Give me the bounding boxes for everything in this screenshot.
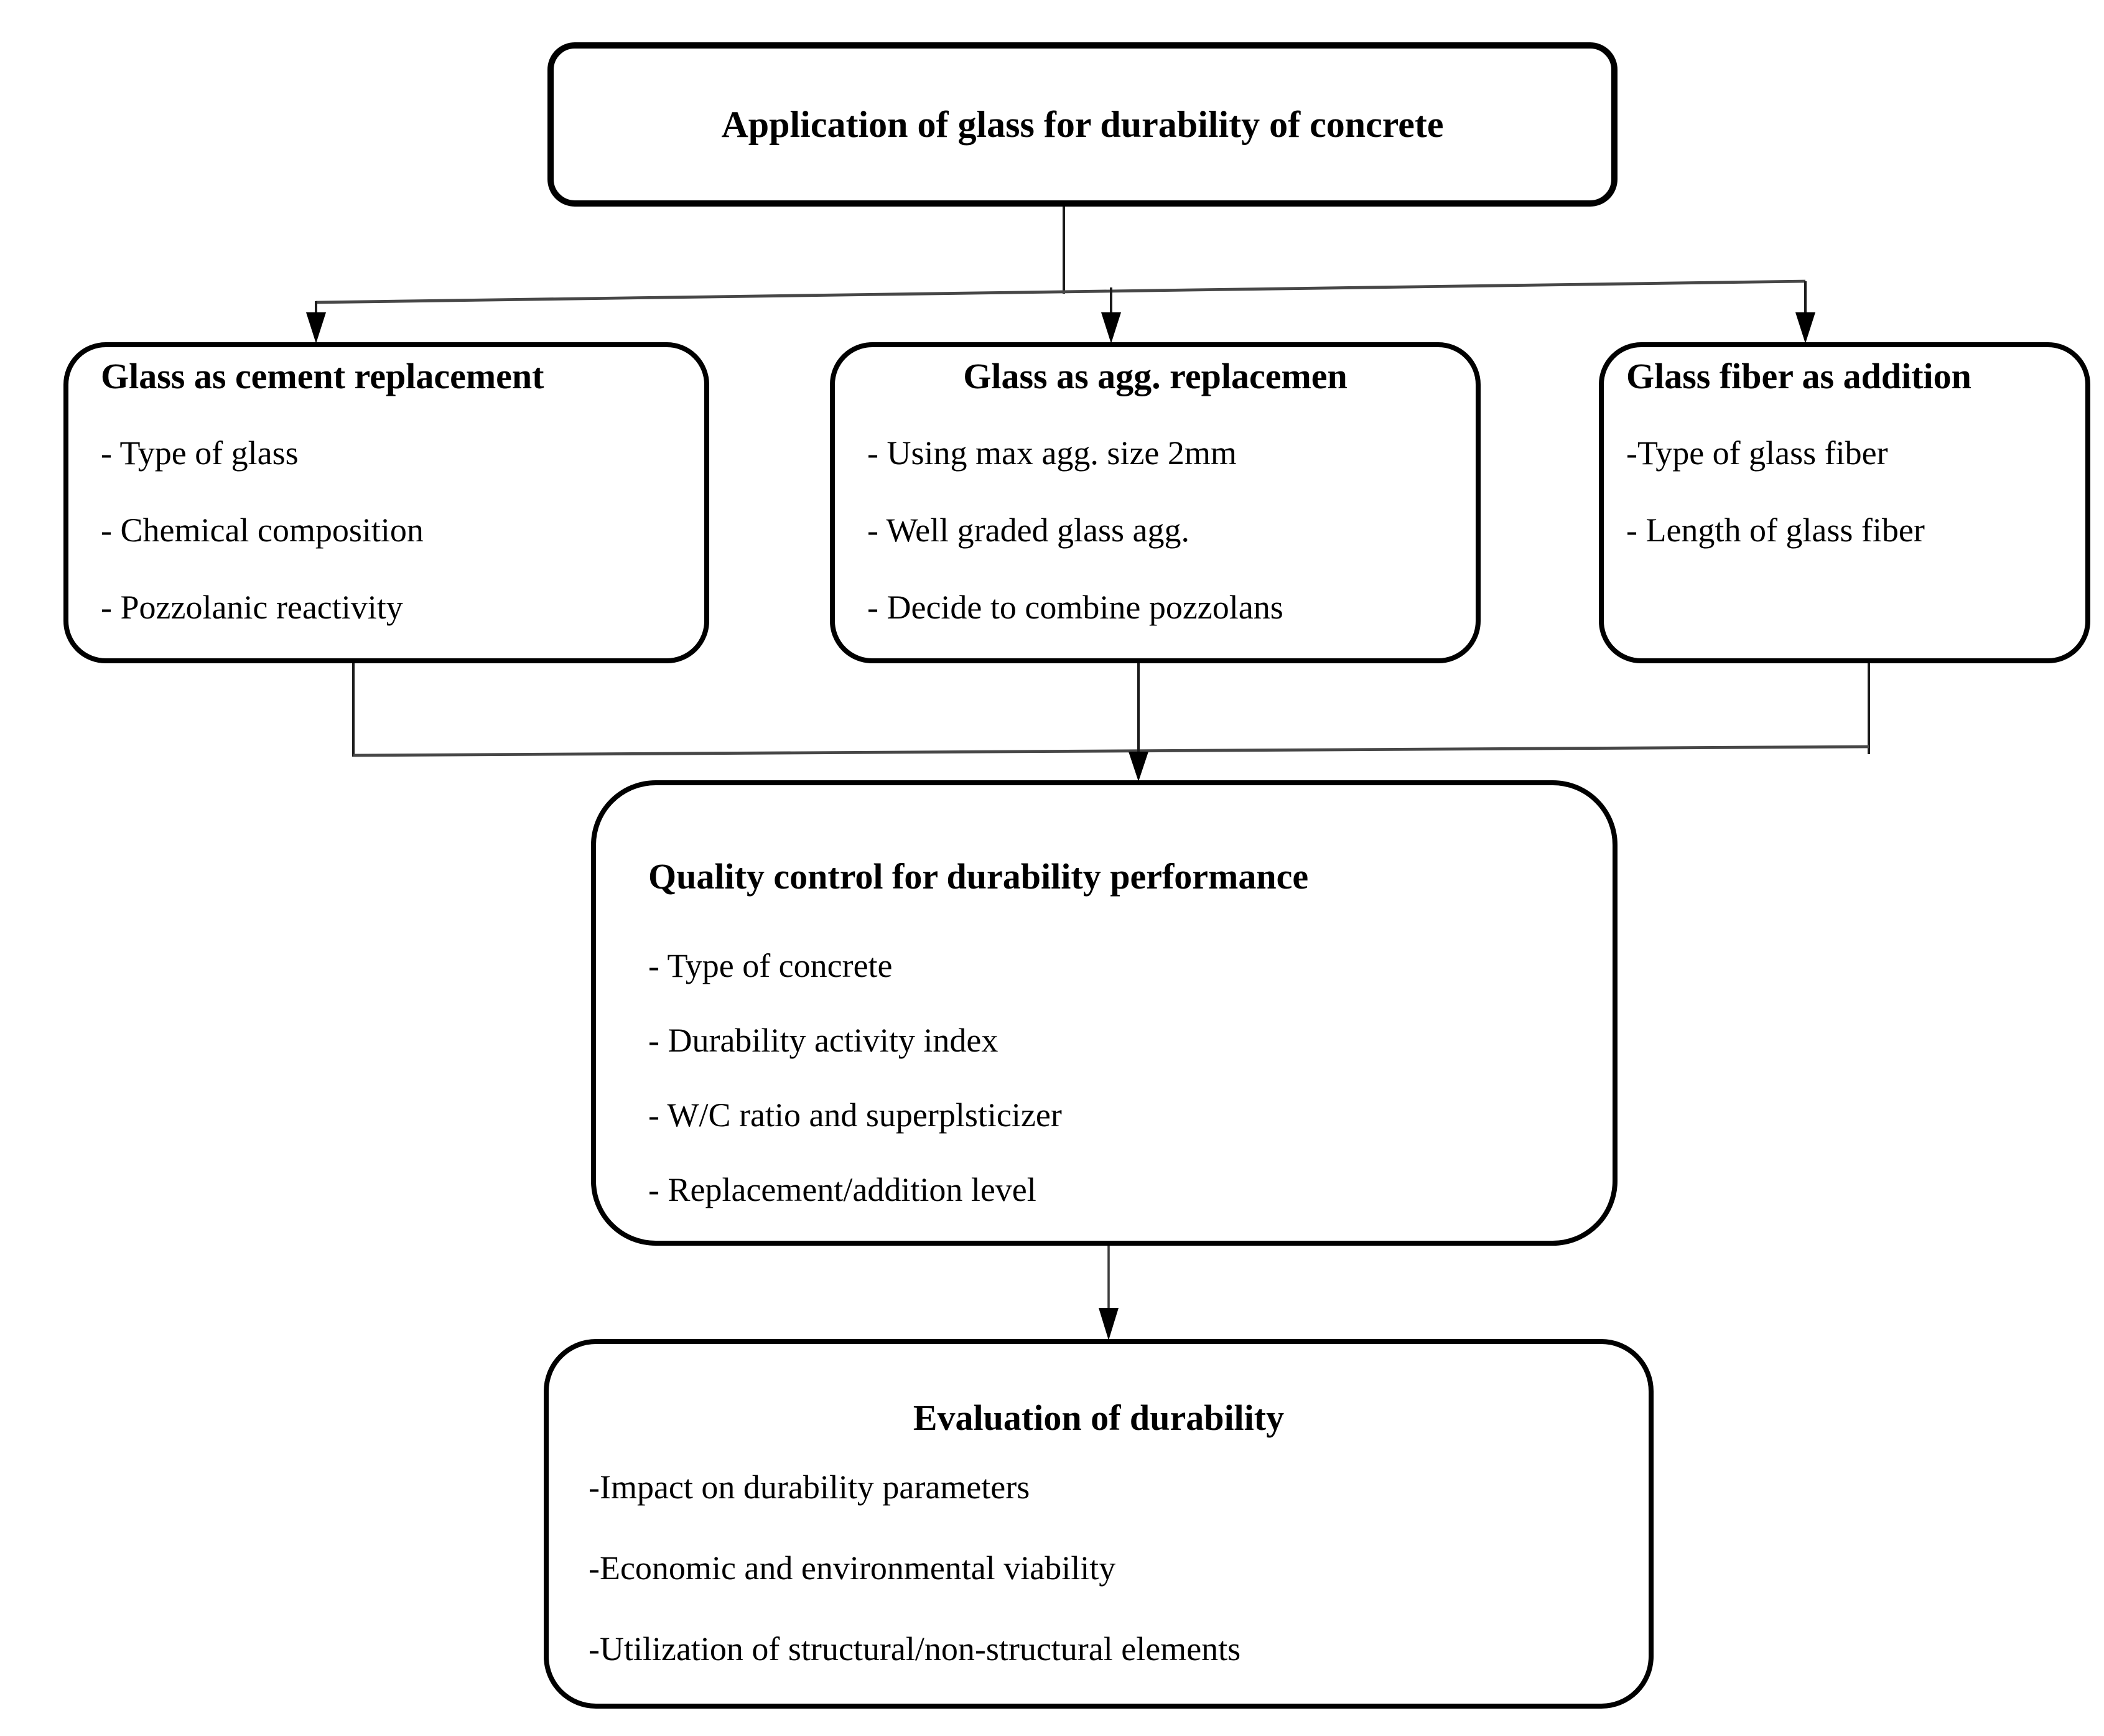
node-application-of-glass: Application of glass for durability of c… [547,42,1618,207]
node-item: - Durability activity index [648,1022,998,1059]
node-item: -Impact on durability parameters [589,1468,1030,1506]
arrowhead-down-icon [1099,1308,1119,1340]
node-quality-control: Quality control for durability performan… [591,780,1618,1246]
node-item: -Economic and environmental viability [589,1549,1116,1587]
arrowhead-down-icon [1795,312,1815,343]
connector-branches-to-quality [352,663,1870,782]
node-heading: Glass fiber as addition [1626,357,1971,397]
node-item: - Type of glass [101,434,299,472]
node-fiber-addition: Glass fiber as addition -Type of glass f… [1599,342,2090,663]
node-evaluation-of-durability: Evaluation of durability -Impact on dura… [544,1339,1654,1709]
node-heading: Glass as agg. replacemen [963,357,1348,397]
node-item: - Type of concrete [648,947,893,984]
node-item: - Well graded glass agg. [867,511,1190,549]
node-cement-replacement: Glass as cement replacement - Type of gl… [63,342,709,663]
connector-line [353,745,1869,757]
node-heading: Quality control for durability performan… [648,857,1309,897]
connector-root-to-branches [306,207,1815,343]
node-title: Application of glass for durability of c… [721,104,1444,145]
node-item: - Decide to combine pozzolans [867,589,1283,626]
node-item: - Using max agg. size 2mm [867,434,1237,472]
connector-quality-to-evaluation [1099,1246,1119,1340]
node-item: - Pozzolanic reactivity [101,589,403,626]
node-item: - W/C ratio and superplsticizer [648,1096,1062,1134]
arrowhead-down-icon [1129,752,1148,782]
node-item: - Chemical composition [101,511,424,549]
arrowhead-down-icon [1101,312,1121,343]
connector-line [315,279,1806,304]
node-item: -Type of glass fiber [1626,434,1888,472]
node-item: - Replacement/addition level [648,1171,1036,1208]
node-item: - Length of glass fiber [1626,511,1925,549]
arrowhead-down-icon [306,312,326,343]
node-heading: Evaluation of durability [913,1399,1285,1439]
node-heading: Glass as cement replacement [101,357,544,397]
node-agg-replacement: Glass as agg. replacemen - Using max agg… [830,342,1481,663]
node-item: -Utilization of structural/non-structura… [589,1630,1241,1668]
